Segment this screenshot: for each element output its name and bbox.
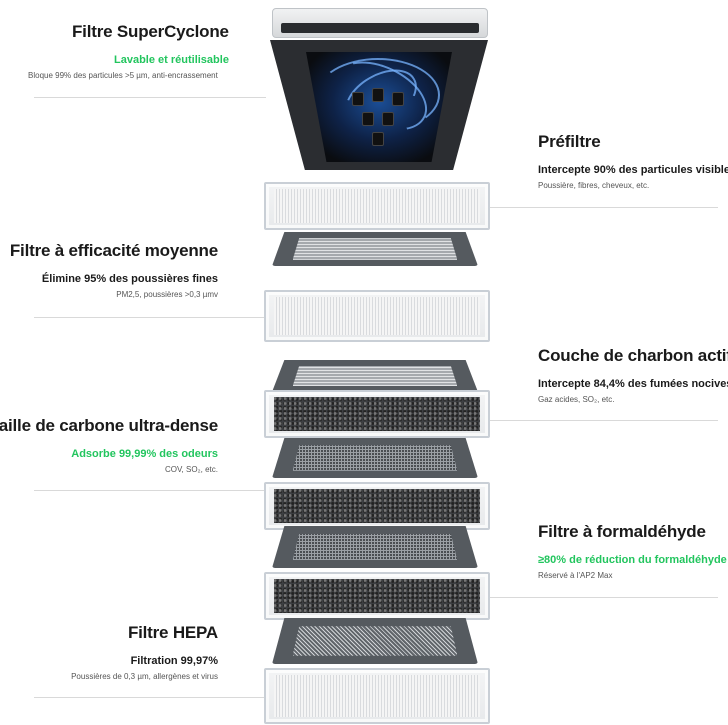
connector-line-formaldehyde: [490, 597, 718, 598]
label-supercyclone: Filtre SuperCyclone Lavable et réutilisa…: [28, 22, 229, 80]
airflow-swirl: [316, 58, 440, 132]
cyclone-nozzle: [382, 112, 394, 126]
charbon-media: [274, 397, 480, 431]
label-moyenne: Filtre à efficacité moyenne Élimine 95% …: [10, 241, 218, 299]
maille-title: Maille de carbone ultra-dense: [0, 416, 218, 435]
label-formaldehyde: Filtre à formaldéhyde ≥80% de réduction …: [538, 522, 727, 580]
moyenne-filter-media: [274, 297, 480, 335]
charbon-tray: [272, 360, 478, 392]
label-prefiltre: Préfiltre Intercepte 90% des particules …: [538, 132, 728, 190]
supercyclone-subtitle: Lavable et réutilisable: [114, 54, 229, 66]
hepa-title: Filtre HEPA: [127, 623, 218, 642]
connector-line-charbon: [490, 420, 718, 421]
maille-description: COV, SO₂, etc.: [164, 465, 218, 474]
formaldehyde-title: Filtre à formaldéhyde: [538, 522, 706, 541]
formaldehyde-media: [274, 579, 480, 613]
cyclone-nozzle: [372, 88, 384, 102]
connector-line-hepa: [34, 697, 266, 698]
moyenne-subtitle: Élimine 95% des poussières fines: [41, 273, 218, 285]
maille-subtitle: Adsorbe 99,99% des odeurs: [71, 448, 218, 460]
supercyclone-title: Filtre SuperCyclone: [72, 22, 229, 41]
hepa-media: [274, 675, 480, 717]
cyclone-nozzle: [352, 92, 364, 106]
formaldehyde-filter-frame: [264, 572, 490, 620]
maille-media: [274, 489, 480, 523]
prefiltre-tray: [272, 232, 478, 266]
connector-line-maille: [34, 490, 266, 491]
supercyclone-cap: [272, 8, 488, 38]
supercyclone-description: Bloque 99% des particules >5 µm, anti-en…: [28, 71, 218, 80]
formaldehyde-subtitle: ≥80% de réduction du formaldéhyde: [538, 554, 727, 566]
moyenne-title: Filtre à efficacité moyenne: [9, 241, 218, 260]
formaldehyde-tray-mesh: [292, 533, 458, 561]
moyenne-filter-frame: [264, 290, 490, 342]
prefiltre-description: Poussière, fibres, cheveux, etc.: [538, 181, 650, 190]
label-charbon: Couche de charbon actif Intercepte 84,4%…: [538, 346, 728, 404]
formaldehyde-description: Réservé à l'AP2 Max: [538, 571, 613, 580]
supercyclone-filter-image: [266, 0, 492, 176]
hepa-subtitle: Filtration 99,97%: [130, 655, 218, 667]
charbon-tray-mesh: [292, 365, 458, 387]
cyclone-nozzle: [372, 132, 384, 146]
charbon-title: Couche de charbon actif: [538, 346, 728, 365]
hepa-filter-frame: [264, 668, 490, 724]
connector-line-supercyclone: [34, 97, 266, 98]
prefiltre-mesh: [292, 238, 458, 260]
supercyclone-vortex: [306, 52, 452, 162]
moyenne-description: PM2,5, poussières >0,3 µmv: [116, 290, 218, 299]
charbon-filter-frame: [264, 390, 490, 438]
prefiltre-frame: [264, 182, 490, 230]
prefiltre-media: [274, 189, 480, 223]
formaldehyde-tray: [272, 526, 478, 568]
label-maille: Maille de carbone ultra-dense Adsorbe 99…: [0, 416, 218, 474]
maille-filter-frame: [264, 482, 490, 530]
maille-tray-mesh: [292, 445, 458, 471]
connector-line-prefiltre: [490, 207, 718, 208]
maille-tray: [272, 438, 478, 478]
hepa-tray: [272, 618, 478, 664]
charbon-subtitle: Intercepte 84,4% des fumées nocives: [538, 378, 728, 390]
cyclone-nozzle: [392, 92, 404, 106]
hepa-description: Poussières de 0,3 µm, allergènes et viru…: [71, 672, 218, 681]
hepa-tray-mesh: [292, 626, 458, 656]
charbon-description: Gaz acides, SO₂, etc.: [538, 395, 615, 404]
connector-line-moyenne: [34, 317, 266, 318]
prefiltre-subtitle: Intercepte 90% des particules visibles: [538, 164, 728, 176]
prefiltre-title: Préfiltre: [538, 132, 601, 151]
cyclone-nozzle: [362, 112, 374, 126]
label-hepa: Filtre HEPA Filtration 99,97% Poussières…: [71, 623, 218, 681]
